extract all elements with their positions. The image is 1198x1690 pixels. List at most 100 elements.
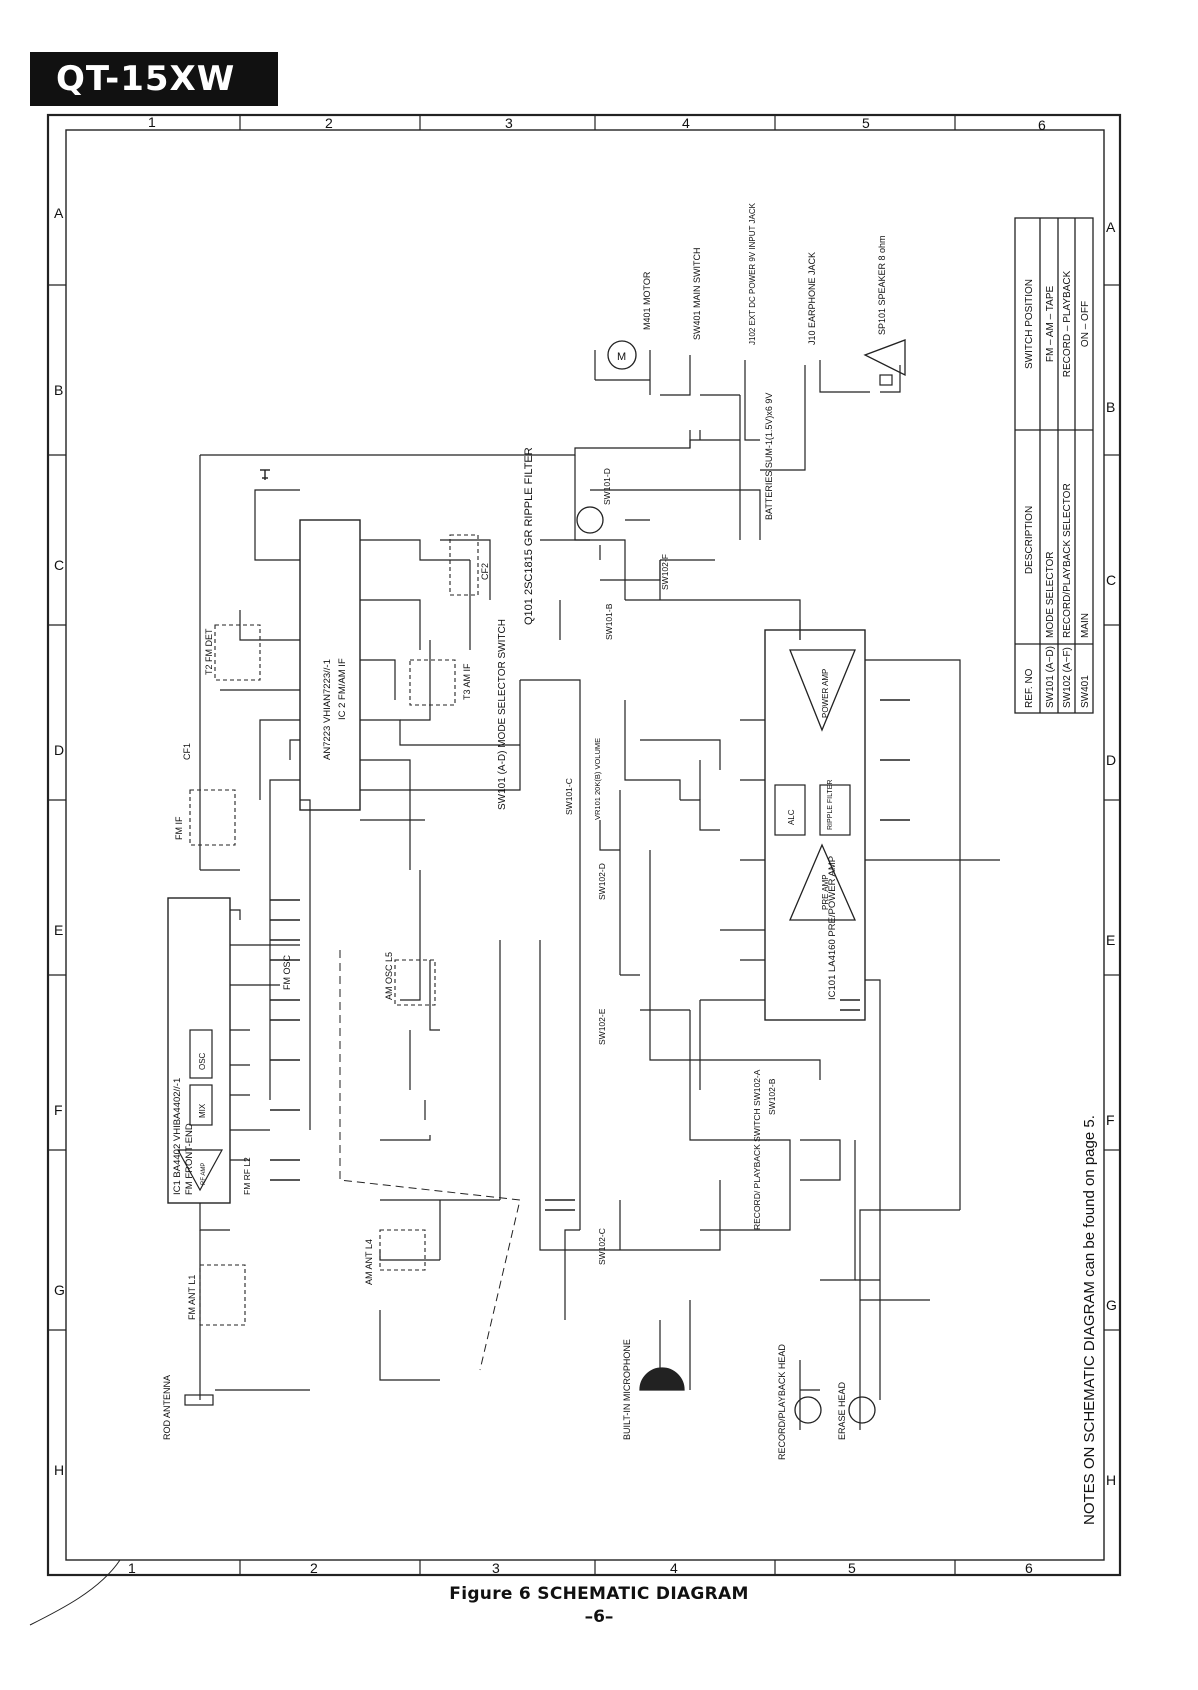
record-head-label: RECORD/PLAYBACK HEAD	[777, 1344, 787, 1460]
fm-det-label: T2 FM DET	[204, 628, 214, 675]
erase-head-label: ERASE HEAD	[837, 1381, 847, 1440]
grid-top	[48, 115, 1120, 1575]
main-switch-label: SW401 MAIN SWITCH	[692, 247, 702, 340]
table-cell: MAIN	[1080, 613, 1091, 638]
grid-col-label: 3	[505, 115, 513, 131]
fm-ant-label: FM ANT L1	[187, 1275, 197, 1320]
speaker-symbol	[863, 339, 906, 377]
grid-row-label: E	[1106, 932, 1115, 948]
switch-table: REF. NO DESCRIPTION SWITCH POSITION SW10…	[1014, 217, 1094, 714]
grid-row-label: H	[1106, 1472, 1116, 1488]
sw101c-label: SW101-C	[564, 778, 574, 815]
am-ant-label: AM ANT L4	[364, 1239, 374, 1285]
am-osc-label: AM OSC L5	[384, 952, 394, 1000]
ic2-label: AN7223 VHIAN7223//-1	[322, 659, 333, 760]
grid-col-label: 2	[310, 1560, 318, 1576]
record-head-symbol	[794, 1396, 822, 1424]
grid-col-label: 4	[670, 1560, 678, 1576]
ripple-filter-label: RIPPLE FILTER	[827, 780, 834, 830]
table-cell: RECORD – PLAYBACK	[1062, 270, 1073, 377]
table-cell: RECORD/PLAYBACK SELECTOR	[1062, 483, 1073, 638]
grid-row-label: B	[54, 382, 63, 398]
table-header: SWITCH POSITION	[1024, 279, 1035, 369]
sw102c-label: SW102-C	[597, 1228, 607, 1265]
sw101d-label: SW101-D	[602, 468, 612, 505]
grid-row-label: G	[1106, 1297, 1117, 1313]
rod-antenna-label: ROD ANTENNA	[162, 1375, 172, 1440]
sw102b-label: SW102-B	[767, 1078, 777, 1115]
sw101b-label: SW101-B	[604, 603, 614, 640]
cf2-label: CF2	[480, 563, 490, 580]
grid-col-label: 1	[128, 1560, 136, 1576]
figure-caption: Figure 6 SCHEMATIC DIAGRAM	[449, 1584, 749, 1604]
table-cell: SW102 (A~F)	[1062, 647, 1073, 708]
grid-row-label: F	[1106, 1112, 1115, 1128]
inner-frame	[65, 129, 1105, 1561]
grid-row-label: B	[1106, 399, 1115, 415]
motor-label: M401 MOTOR	[642, 271, 652, 330]
component-marks	[260, 469, 910, 1211]
grid-col-label: 5	[862, 115, 870, 131]
grid-row-label: D	[1106, 752, 1116, 768]
volume-label: VR101 20K(B) VOLUME	[593, 738, 602, 820]
grid-col-label: 4	[682, 115, 690, 131]
sw102e-label: SW102-E	[597, 1008, 607, 1045]
am-if-label: T3 AM IF	[462, 663, 472, 700]
microphone-label: BUILT-IN MICROPHONE	[622, 1339, 632, 1440]
erase-head-symbol	[848, 1396, 876, 1424]
rod-antenna-symbol	[184, 1394, 214, 1406]
alc-label: ALC	[787, 809, 796, 825]
ic1-label: IC1 BA4402 VHIBA4402//-1	[172, 1078, 183, 1195]
pre-amp-symbol	[789, 843, 856, 921]
outer-frame	[46, 113, 1122, 1577]
grid-row-label: A	[54, 205, 64, 221]
grid-col-label: 3	[492, 1560, 500, 1576]
fm-osc-label: FM OSC	[282, 955, 292, 990]
sw102d-label: SW102-D	[597, 863, 607, 900]
schematic-note: NOTES ON SCHEMATIC DIAGRAM can be found …	[1081, 1115, 1098, 1525]
table-cell: SW101 (A~D)	[1045, 646, 1056, 708]
ic1-sub-label: FM FRONT-END	[184, 1123, 195, 1195]
ripple-box	[819, 784, 851, 836]
grid-row-label: F	[54, 1102, 63, 1118]
table-cell: ON – OFF	[1080, 301, 1091, 347]
power-amp-label: POWER AMP	[821, 669, 830, 718]
q101-transistor	[576, 506, 604, 534]
power-amp-symbol	[789, 649, 856, 732]
table-cell: FM – AM – TAPE	[1045, 286, 1056, 363]
speaker-magnet	[879, 374, 893, 386]
wiring	[167, 350, 1000, 1430]
fm-rf-label: FM RF L2	[242, 1157, 252, 1195]
earphone-jack-label: J10 EARPHONE JACK	[807, 252, 817, 345]
microphone-symbol	[639, 1367, 685, 1391]
table-cell: SW401	[1080, 675, 1091, 708]
coil-boxes	[189, 534, 479, 1326]
rf-amp-label: RF AMP	[201, 1163, 207, 1185]
rec-playback-switch-label: RECORD/ PLAYBACK SWITCH SW102-A	[752, 1069, 762, 1230]
pen-stroke	[29, 1559, 121, 1626]
page-number: –6–	[584, 1607, 614, 1627]
sw102f-label: SW102-F	[660, 554, 670, 590]
motor-symbol	[607, 340, 637, 370]
table-header: DESCRIPTION	[1024, 506, 1035, 574]
table-header: REF. NO	[1024, 668, 1035, 708]
osc-label: OSC	[198, 1052, 207, 1070]
grid-row-label: C	[54, 557, 64, 573]
grid-row-label: A	[1106, 219, 1116, 235]
mix-label: MIX	[198, 1103, 207, 1118]
speaker-label: SP101 SPEAKER 8 ohm	[877, 235, 887, 335]
grid-col-label: 6	[1025, 1560, 1033, 1576]
ic2-sub-label: IC 2 FM/AM IF	[337, 658, 348, 720]
grid-row-label: E	[54, 922, 63, 938]
grid-col-label: 6	[1038, 117, 1046, 133]
alc-box	[774, 784, 806, 836]
ic101-label: IC101 LA4160 PRE/POWER AMP	[827, 856, 838, 1000]
cf1-label: CF1	[182, 743, 192, 760]
table-cell: MODE SELECTOR	[1045, 552, 1056, 639]
model-badge: QT-15XW	[30, 52, 278, 106]
pre-amp-label: PRE AMP	[821, 874, 830, 910]
mode-selector-label: SW101 (A-D) MODE SELECTOR SWITCH	[497, 619, 508, 810]
grid-row-label: D	[54, 742, 64, 758]
fm-if-label: FM IF	[174, 816, 184, 840]
grid-row-label: H	[54, 1462, 64, 1478]
